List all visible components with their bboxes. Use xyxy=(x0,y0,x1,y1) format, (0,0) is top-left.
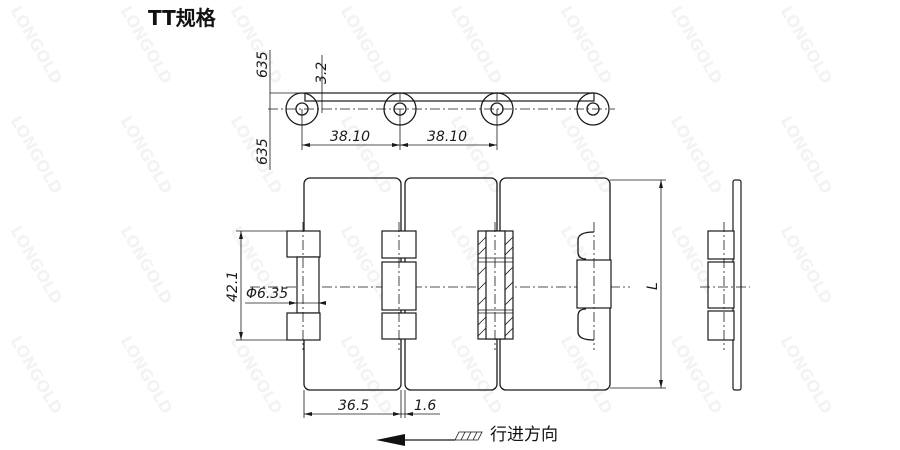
watermark-text: LONGOLD xyxy=(777,333,837,418)
watermark-text: LONGOLD xyxy=(557,3,617,88)
hatched-section xyxy=(477,222,514,350)
page-title: TT规格 xyxy=(148,6,216,30)
dim-pitch-2: 38.10 xyxy=(427,129,467,145)
dim-pitch-1: 38.10 xyxy=(330,129,370,145)
watermark-text: LONGOLD xyxy=(227,333,287,418)
watermark-text: LONGOLD xyxy=(7,223,67,308)
watermark-text: LONGOLD xyxy=(117,223,177,308)
dim-knuckle-span: 42.1 xyxy=(225,271,241,302)
watermark-text: LONGOLD xyxy=(557,113,617,198)
watermark-text: LONGOLD xyxy=(777,3,837,88)
watermark-text: LONGOLD xyxy=(7,333,67,418)
dim-pin-diameter: Φ6.35 xyxy=(246,286,288,302)
watermark-text: LONGOLD xyxy=(117,333,177,418)
top-plate xyxy=(304,92,595,102)
watermark-text: LONGOLD xyxy=(447,3,507,88)
watermark-text: LONGOLD xyxy=(7,113,67,198)
watermark-text: LONGOLD xyxy=(667,333,727,418)
side-view xyxy=(700,179,750,391)
top-view: 635 635 3.2 38.10 38.10 xyxy=(255,50,615,170)
watermark-text: LONGOLD xyxy=(117,113,177,198)
dim-offset-top: 635 xyxy=(255,51,271,78)
dim-offset-bottom: 635 xyxy=(255,138,271,165)
dim-link-width: 36.5 xyxy=(338,398,369,414)
watermark-text: LONGOLD xyxy=(777,113,837,198)
watermark-text: LONGOLD xyxy=(777,223,837,308)
watermark-text: LONGOLD xyxy=(337,3,397,88)
watermark-text: LONGOLD xyxy=(337,113,397,198)
direction-arrow xyxy=(376,431,483,446)
watermark-text: LONGOLD xyxy=(667,113,727,198)
front-view: 42.1 Φ6.35 L 36.5 1.6 xyxy=(225,177,666,418)
dim-plate-thickness: 3.2 xyxy=(314,62,330,84)
dim-length: L xyxy=(645,282,661,290)
direction-label: 行进方向 xyxy=(490,425,558,445)
watermark-text: LONGOLD xyxy=(557,333,617,418)
dim-gap: 1.6 xyxy=(414,398,436,414)
watermark-text: LONGOLD xyxy=(667,3,727,88)
watermark-text: LONGOLD xyxy=(7,3,67,88)
watermark-layer: LONGOLD LONGOLD LONGOLD LONGOLD LONGOLD LONGO… xyxy=(7,3,837,418)
